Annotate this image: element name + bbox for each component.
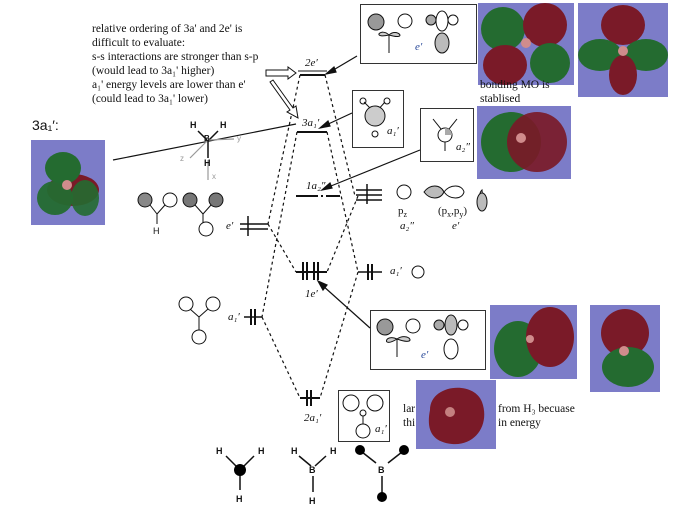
pxpy-sep: ,p xyxy=(451,205,460,217)
mo-image-1e-a xyxy=(490,305,577,379)
box-2a1-label: a₁′ xyxy=(375,423,387,435)
bottom-h-4: H xyxy=(291,446,298,456)
bottom-b-1: B xyxy=(309,465,316,475)
note-line-2: difficult to evaluate: xyxy=(92,37,186,49)
ordering-note: relative ordering of 3a' and 2e' is diff… xyxy=(92,22,258,106)
note-line-4: (would lead to 3a₁' higher) xyxy=(92,65,215,77)
right-a1-label: a₁′ xyxy=(390,265,402,277)
py-sub: y xyxy=(459,210,464,220)
pz-sub: z xyxy=(403,210,408,220)
pz-text: p xyxy=(398,205,404,217)
axis-z-label: z xyxy=(180,154,184,163)
bottom-right-line-1: from H₃ becuase xyxy=(498,403,575,415)
axis-x-label: x xyxy=(212,172,216,181)
mo-title-label: 3a₁′: xyxy=(32,117,59,133)
box-2e-label: e′ xyxy=(415,41,423,53)
px-sub: x xyxy=(447,210,452,220)
pxpy-close: ) xyxy=(463,205,468,217)
bottom-b-2: B xyxy=(378,465,385,475)
orbital-box-1a2: a₂″ xyxy=(420,108,474,162)
mo-image-2a1 xyxy=(416,380,496,449)
mo-image-1e-b xyxy=(590,305,660,392)
bottom-h-6: H xyxy=(309,496,316,506)
mo-image-3a1 xyxy=(31,140,105,225)
bottom-h-1: H xyxy=(216,446,223,456)
pz-sym: a₂″ xyxy=(400,220,414,232)
box-3a1-label: a₁′ xyxy=(387,125,399,137)
level-1a2-label: 1a₂″ xyxy=(306,180,326,192)
frag-h-label: H xyxy=(153,226,160,236)
bottom-text-right: from H₃ becuase in energy xyxy=(498,402,575,430)
level-3a1-label: 3a₁′ xyxy=(302,117,320,129)
left-a1-label: a₁′ xyxy=(228,311,240,323)
mo-image-2e-b xyxy=(578,3,668,97)
pxpy-open: (p xyxy=(438,205,448,217)
level-1e-label: 1e′ xyxy=(305,288,318,300)
box-1a2-label: a₂″ xyxy=(456,141,470,153)
bottom-left-line-2: thi xyxy=(403,417,416,429)
bonding-line-2: stablised xyxy=(480,93,521,105)
axis-mol-h3: H xyxy=(204,158,211,168)
orbital-box-2e: e′ xyxy=(360,4,477,64)
mo-image-1a2 xyxy=(477,106,571,179)
bonding-note: bonding MO is stablised xyxy=(480,78,550,106)
orbital-box-2a1: a₁′ xyxy=(338,390,390,442)
pxpy-sym: e′ xyxy=(452,220,460,232)
bonding-line-1: bonding MO is xyxy=(480,79,550,91)
mo-image-2e-a xyxy=(478,3,574,85)
note-line-3: s-s interactions are stronger than s-p xyxy=(92,51,259,63)
bottom-h-3: H xyxy=(236,494,243,504)
orbital-box-1e: e′ xyxy=(370,310,486,370)
bottom-h-5: H xyxy=(330,446,337,456)
note-line-6: (could lead to 3a₁' lower) xyxy=(92,93,208,105)
pxpy-label: (px,py) xyxy=(438,205,467,219)
axis-mol-b: B xyxy=(204,134,210,143)
pz-label: pz xyxy=(398,205,407,219)
left-e-label: e′ xyxy=(226,220,234,232)
axis-y-label: y xyxy=(237,134,241,143)
note-line-5: a₁' energy levels are lower than e' xyxy=(92,79,246,91)
axis-mol-h2: H xyxy=(220,120,227,130)
note-line-1: relative ordering of 3a' and 2e' is xyxy=(92,23,243,35)
bottom-right-line-2: in energy xyxy=(498,417,541,429)
bottom-text-left: lar thi xyxy=(403,402,415,430)
level-2a1-label: 2a₁′ xyxy=(304,412,322,424)
orbital-box-3a1: a₁′ xyxy=(352,90,404,148)
level-2e-label: 2e′ xyxy=(305,57,318,69)
bottom-h-2: H xyxy=(258,446,265,456)
bottom-left-line-1: lar xyxy=(403,403,416,415)
axis-mol-h1: H xyxy=(190,120,197,130)
box-1e-label: e′ xyxy=(421,349,429,361)
